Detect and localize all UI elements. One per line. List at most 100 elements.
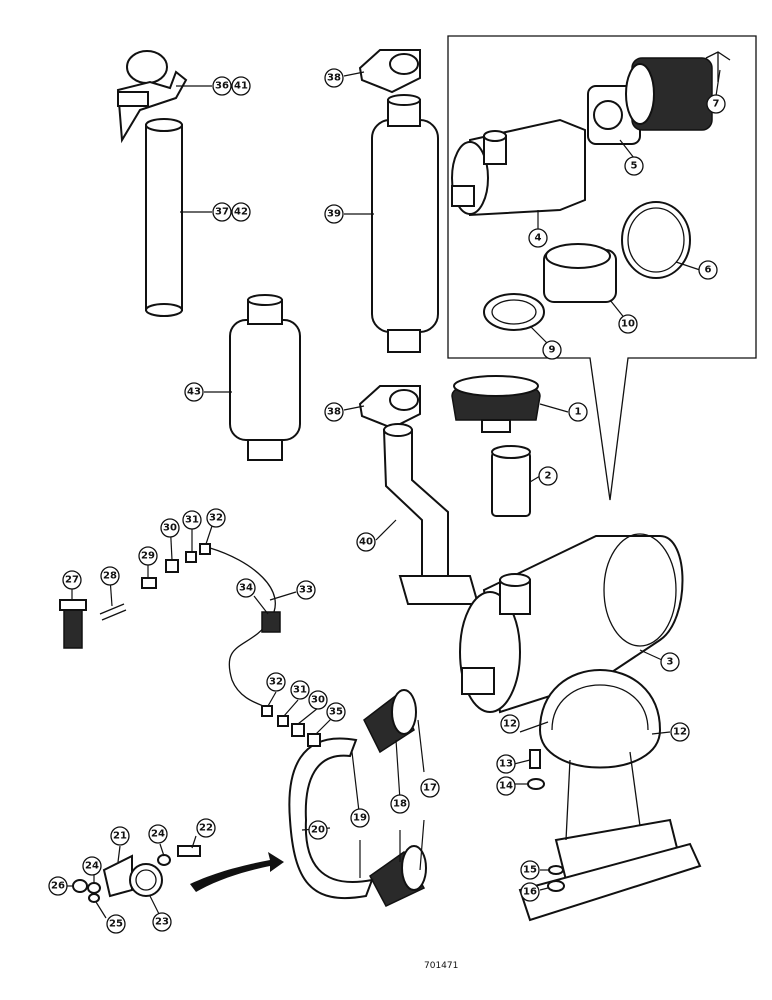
svg-text:27: 27 [65,575,79,586]
vacuum-tube [209,547,276,709]
callout-5: 5 [624,156,644,176]
fitting-35 [307,733,321,747]
callout-27: 27 [62,570,82,590]
precleaner-adapter [491,445,531,517]
lockwasher-25 [88,893,100,903]
callout-17: 17 [420,778,440,798]
svg-text:38: 38 [327,407,341,418]
connecting-tube [288,737,374,900]
svg-text:39: 39 [327,209,341,220]
svg-text:12: 12 [503,719,517,730]
callout-38-bottom: 38 [324,402,344,422]
callout-43: 43 [184,382,204,402]
callout-24-right: 24 [148,824,168,844]
svg-text:5: 5 [631,161,638,172]
svg-text:9: 9 [549,345,556,356]
svg-text:21: 21 [113,831,127,842]
svg-text:22: 22 [199,823,213,834]
callout-38-top: 38 [324,68,344,88]
cup-seal [483,293,545,331]
svg-text:1: 1 [575,407,582,418]
svg-text:37: 37 [215,207,229,218]
svg-text:2: 2 [545,471,552,482]
svg-text:42: 42 [234,207,248,218]
callout-28: 28 [100,566,120,586]
muffler-small [229,294,301,461]
callout-18: 18 [390,794,410,814]
restriction-indicator [59,599,87,649]
callout-3: 3 [660,652,680,672]
svg-text:31: 31 [293,685,307,696]
callout-35: 35 [326,702,346,722]
drawing-number: 701471 [424,961,458,971]
clamp-top [358,49,421,94]
callout-39: 39 [324,204,344,224]
air-cleaner-housing-detail [451,118,586,217]
svg-text:32: 32 [269,677,283,688]
fitting-28 [99,603,127,621]
nut-16 [547,880,565,892]
washer-14 [527,778,545,790]
callout-22: 22 [196,818,216,838]
callout-20: 20 [308,820,328,840]
fitting-30-upper [165,559,179,573]
callout-32-upper: 32 [206,508,226,528]
detail-inset-frame [447,35,757,501]
callout-33: 33 [296,580,316,600]
washer-15 [548,865,564,875]
callout-24-left: 24 [82,856,102,876]
callout-31-upper: 31 [182,510,202,530]
svg-text:17: 17 [423,783,437,794]
tube-support-clamp [102,854,163,898]
cup-body [543,243,617,303]
svg-text:20: 20 [311,825,325,836]
svg-text:32: 32 [209,513,223,524]
hose-upper [363,689,417,754]
callout-40: 40 [356,532,376,552]
band-clamp [621,201,691,279]
air-cleaner-assembly [459,533,684,714]
svg-text:4: 4 [535,233,542,244]
fitting-29 [141,577,157,589]
fitting-32-upper [199,543,211,555]
callout-30-lower: 30 [308,690,328,710]
callout-1: 1 [568,402,588,422]
svg-text:24: 24 [85,861,99,872]
mounting-bracket [518,751,702,922]
svg-text:40: 40 [359,537,373,548]
svg-text:43: 43 [187,387,201,398]
callout-16: 16 [520,882,540,902]
svg-text:7: 7 [713,99,720,110]
callout-12-right: 12 [670,722,690,742]
callout-9: 9 [542,340,562,360]
callout-36: 36 [212,76,232,96]
svg-text:29: 29 [141,551,155,562]
svg-text:25: 25 [109,919,123,930]
callout-10: 10 [618,314,638,334]
callout-21: 21 [110,826,130,846]
mounting-band [538,669,662,769]
callout-6: 6 [698,260,718,280]
svg-text:24: 24 [151,829,165,840]
svg-text:35: 35 [329,707,343,718]
callout-41: 41 [231,76,251,96]
precleaner-cap [451,375,541,433]
fitting-31-upper [185,551,197,563]
svg-text:19: 19 [353,813,367,824]
callout-7: 7 [706,94,726,114]
bolt-13 [529,749,541,769]
washer-24-right [157,854,171,866]
fitting-30-lower [291,723,305,737]
callout-14: 14 [496,776,516,796]
svg-text:14: 14 [499,781,513,792]
clamp-bottom [358,385,421,430]
callout-2: 2 [538,466,558,486]
callout-13: 13 [496,754,516,774]
callout-37: 37 [212,202,232,222]
svg-text:26: 26 [51,881,65,892]
bolt-22 [177,845,201,857]
callout-19: 19 [350,808,370,828]
svg-text:30: 30 [311,695,325,706]
nut-26 [72,879,88,893]
svg-text:3: 3 [667,657,674,668]
